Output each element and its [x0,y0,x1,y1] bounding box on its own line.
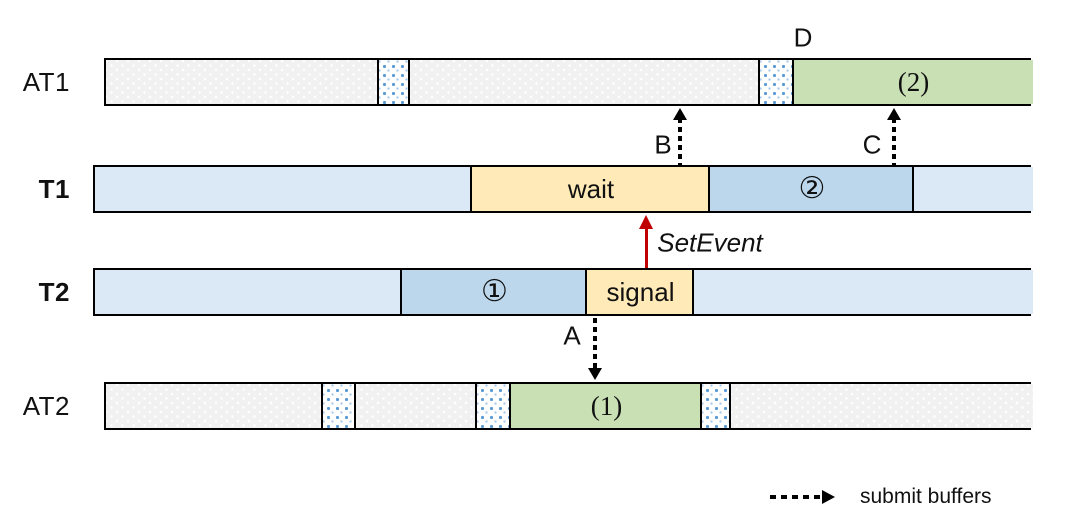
segment-T1-yellow: wait [470,167,710,211]
segment-T2-idle [95,270,402,314]
segment-AT1-green: (2) [792,60,1033,104]
segment-label-T1: wait [567,173,615,204]
arrow-label-C: C [862,129,882,160]
legend-dashed-line [770,495,822,499]
arrow-head-SetEvent-icon [639,215,653,229]
segment-AT2-gray [354,384,477,428]
segment-T2-active: ① [400,270,587,314]
arrow-shaft-SetEvent [644,227,648,268]
segment-T2-yellow: signal [585,270,694,314]
row-label-T1: T1 [38,173,70,204]
segment-T1-active: ② [708,167,914,211]
bar-T1: wait ② [93,165,1033,213]
segment-label-T2: ① [481,275,508,308]
segment-T1-idle [95,167,472,211]
legend-arrowhead-icon [822,490,835,504]
row-label-AT1: AT1 [22,66,70,97]
arrow-shaft-B [678,118,682,165]
segment-AT2-gray [106,384,323,428]
segment-T1-idle [912,167,1033,211]
arrow-shaft-A [593,318,597,370]
segment-label-AT1: (2) [897,66,930,97]
bar-AT2: (1) [104,382,1033,430]
segment-label-AT2: (1) [590,390,623,421]
legend-label: submit buffers [860,485,992,508]
label-D: D [793,22,813,53]
segment-AT2-bluedot [700,384,731,428]
arrow-head-A-icon [588,368,602,380]
segment-AT2-bluedot [475,384,511,428]
segment-T2-idle [692,270,1033,314]
segment-AT1-gray [106,60,379,104]
row-label-T2: T2 [38,276,70,307]
arrow-head-B-icon [673,108,687,120]
segment-AT1-bluedot [758,60,794,104]
row-label-AT2: AT2 [22,390,70,421]
segment-AT2-gray [729,384,1033,428]
segment-AT2-bluedot [321,384,356,428]
bar-AT1: (2) [104,58,1033,106]
arrow-head-C-icon [887,108,901,120]
segment-label-T1: ② [798,172,826,205]
arrow-label-B: B [654,129,672,160]
segment-AT1-gray [408,60,760,104]
segment-AT2-green: (1) [509,384,702,428]
arrow-shaft-C [892,118,896,165]
bar-T2: ① signal [93,268,1033,316]
arrow-label-SetEvent: SetEvent [657,227,763,258]
arrow-label-A: A [563,320,581,351]
segment-label-T2: signal [606,276,675,307]
segment-AT1-bluedot [377,60,410,104]
